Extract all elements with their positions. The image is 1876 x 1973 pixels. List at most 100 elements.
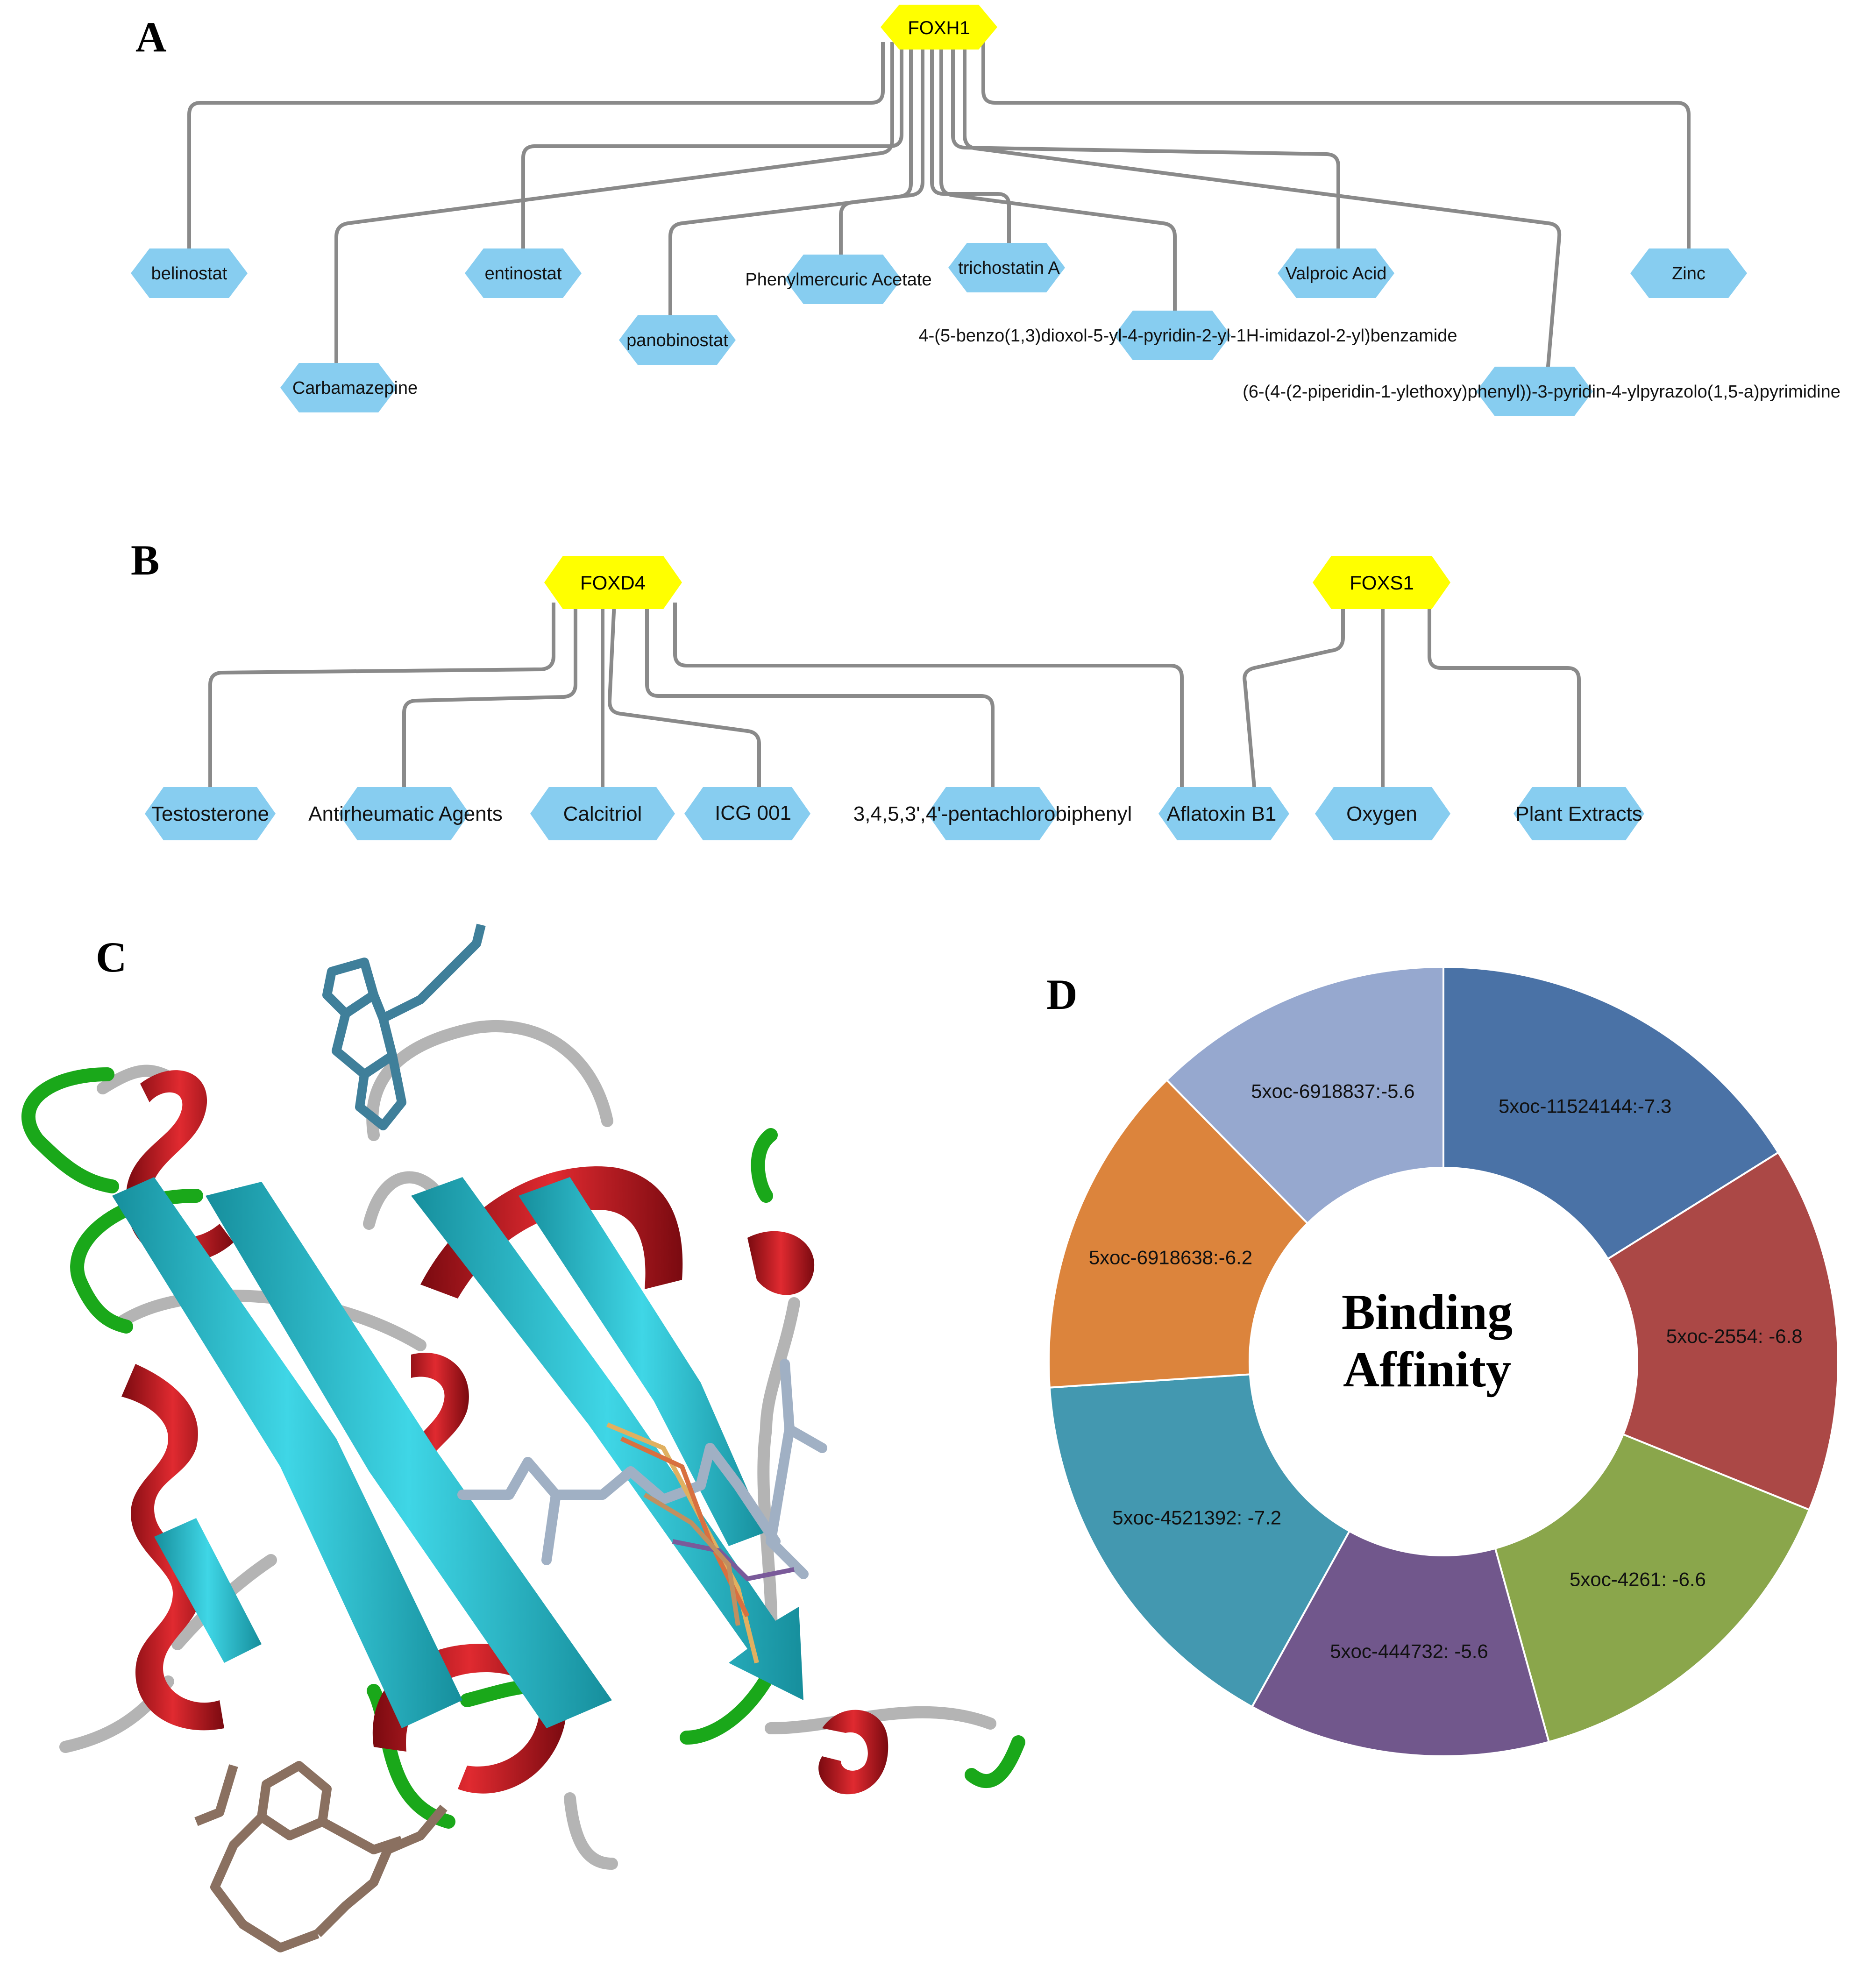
- hub-foxs1: [1313, 556, 1450, 609]
- node-carbamazepine: [280, 363, 397, 412]
- node-valproic: [1278, 248, 1394, 298]
- label-testosterone: Testosterone: [151, 802, 269, 825]
- coil-left: [115, 1290, 426, 1351]
- label-phenylmercuric: Phenylmercuric Acetate: [745, 270, 931, 290]
- network-a-nodes: [131, 243, 1747, 416]
- helix-top-center: [420, 1166, 683, 1299]
- helix-small-right: [747, 1231, 815, 1295]
- edge-foxd4-pcb: [645, 603, 995, 814]
- edge-foxs1-plant: [1428, 607, 1581, 814]
- panel-letter-c: C: [96, 933, 127, 981]
- donut-segment-label-5: 5xoc-6918638:-6.2: [1089, 1246, 1252, 1268]
- turn-right-top: [751, 1128, 778, 1203]
- hub-foxh1: [881, 5, 997, 50]
- edge-foxh1-benzamide: [939, 42, 1177, 327]
- donut-segment-label-6: 5xoc-6918837:-5.6: [1251, 1080, 1414, 1102]
- node-zinc: [1630, 248, 1747, 298]
- node-trichostatin: [948, 243, 1065, 292]
- donut-segment-label-1: 5xoc-2554: -6.8: [1666, 1325, 1803, 1347]
- edge-foxd4-testosterone: [208, 603, 555, 814]
- node-oxygen: [1315, 787, 1450, 840]
- sheet-2: [206, 1182, 612, 1728]
- ligand-cluster: [606, 1422, 795, 1664]
- coil-right-strand: [757, 1297, 800, 1669]
- edge-foxh1-entinostat: [521, 42, 903, 273]
- panel-letter-d: D: [1046, 971, 1077, 1018]
- node-plant: [1514, 787, 1644, 840]
- donut-segment-label-4: 5xoc-4521392: -7.2: [1112, 1507, 1281, 1529]
- node-belinostat: [131, 248, 248, 298]
- turn-top-left: [21, 1067, 119, 1193]
- donut-segment-3: [1251, 1530, 1550, 1757]
- donut-segment-1: [1606, 1151, 1839, 1511]
- donut-segment-5: [1048, 1079, 1309, 1389]
- label-valproic: Valproic Acid: [1286, 264, 1387, 284]
- edge-foxd4-antirheumatic: [402, 603, 577, 814]
- label-calcitriol: Calcitriol: [563, 802, 642, 825]
- edge-foxs1-aflatoxin: [1243, 607, 1345, 814]
- label-pyrimidine: (6-(4-(2-piperidin-1-ylethoxy)phenyl))-3…: [1243, 382, 1840, 402]
- label-trichostatin: trichostatin A: [958, 258, 1060, 278]
- label-aflatoxin: Aflatoxin B1: [1167, 802, 1277, 825]
- node-entinostat: [465, 248, 582, 298]
- network-a-edges: [187, 42, 1691, 388]
- label-pcb: 3,4,5,3',4'-pentachlorobiphenyl: [853, 802, 1132, 825]
- edge-foxd4-aflatoxin: [673, 603, 1184, 814]
- node-phenylmercuric: [785, 255, 902, 304]
- network-a-labels: belinostat Carbamazepine entinostat pano…: [151, 258, 1840, 402]
- coil-loop-top: [366, 1020, 613, 1141]
- edge-foxd4-icg001: [607, 602, 761, 814]
- label-entinostat: entinostat: [485, 264, 562, 284]
- node-antirheumatic: [339, 787, 469, 840]
- turn-far-right: [965, 1735, 1025, 1788]
- edge-foxh1-carbamazepine: [334, 42, 894, 388]
- donut-segment-4: [1048, 1373, 1351, 1708]
- edge-foxh1-panobinostat: [668, 42, 913, 341]
- donut-center-line2: Affinity: [1343, 1342, 1511, 1398]
- edge-foxh1-phenylmercuric: [839, 42, 924, 266]
- node-benzamide: [1114, 311, 1231, 360]
- donut-segment-label-0: 5xoc-11524144:-7.3: [1499, 1095, 1672, 1117]
- label-benzamide: 4-(5-benzo(1,3)dioxol-5-yl-4-pyridin-2-y…: [918, 326, 1457, 346]
- hub-foxs1-label: FOXS1: [1350, 572, 1414, 594]
- edge-foxh1-pyrimidine: [963, 42, 1562, 388]
- binding-affinity-donut: 5xoc-11524144:-7.3 5xoc-2554: -6.8 5xoc-42…: [1048, 965, 1839, 1757]
- ligand-center: [457, 1359, 827, 1579]
- panel-letter-a: A: [135, 13, 166, 61]
- coil-inner: [363, 1171, 445, 1230]
- label-oxygen: Oxygen: [1346, 802, 1417, 825]
- protein-ribbon-structure: [21, 923, 1025, 1952]
- donut-center-line1: Binding: [1342, 1285, 1513, 1340]
- donut-segment-2: [1494, 1433, 1811, 1743]
- label-panobinostat: panobinostat: [626, 331, 728, 350]
- ligand-bottom: [194, 1761, 448, 1952]
- turn-right: [680, 1656, 782, 1745]
- node-aflatoxin: [1158, 787, 1289, 840]
- sheet-1: [112, 1177, 462, 1728]
- protein-sheets: [112, 1177, 803, 1728]
- edge-foxh1-valproic: [951, 42, 1340, 273]
- node-testosterone: [145, 787, 276, 840]
- coil-bottom-right: [765, 1706, 996, 1734]
- network-a: FOXH1 belinostat Carbamazepine entinosta…: [131, 5, 1840, 416]
- node-pcb: [927, 787, 1058, 840]
- donut-segment-6: [1165, 965, 1444, 1225]
- label-icg001: ICG 001: [715, 802, 791, 824]
- coil-bottom: [564, 1792, 618, 1870]
- hub-foxd4-label: FOXD4: [580, 572, 646, 594]
- hub-foxh1-label: FOXH1: [908, 18, 970, 38]
- hub-foxd4: [544, 556, 682, 609]
- protein-coils: [59, 1020, 996, 1870]
- donut-segment-label-2: 5xoc-4261: -6.6: [1570, 1568, 1706, 1590]
- label-zinc: Zinc: [1672, 264, 1705, 284]
- label-belinostat: belinostat: [151, 264, 227, 284]
- ligand-top: [322, 923, 486, 1130]
- network-b-edges: [208, 602, 1581, 814]
- node-panobinostat: [619, 315, 736, 365]
- sheet-short: [154, 1518, 262, 1663]
- label-plant: Plant Extracts: [1515, 802, 1642, 825]
- node-icg001: [684, 787, 810, 840]
- donut-segment-0: [1443, 965, 1780, 1260]
- network-b-nodes: [145, 787, 1644, 840]
